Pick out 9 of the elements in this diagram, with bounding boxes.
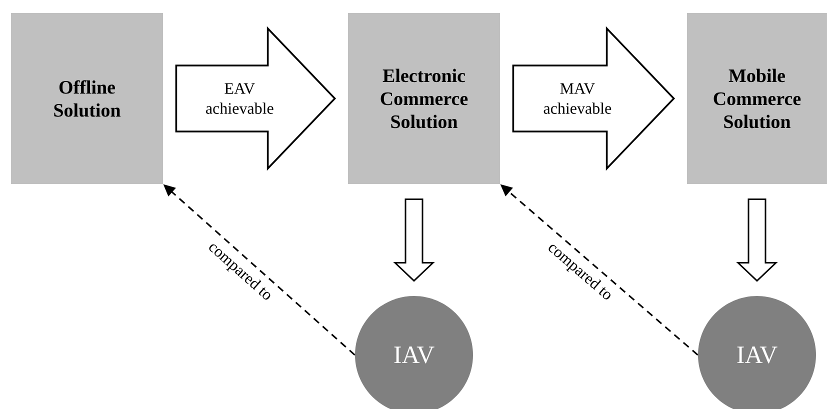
block-arrow [512, 26, 676, 171]
process-box: Electronic Commerce Solution [348, 13, 500, 184]
process-box: Offline Solution [11, 13, 163, 184]
block-arrow [175, 26, 336, 171]
block-arrow [393, 198, 435, 282]
block-arrow [736, 198, 778, 282]
edge-label: EAV achievable [206, 83, 274, 114]
edge-label: MAV achievable [544, 83, 612, 114]
process-box: Mobile Commerce Solution [687, 13, 827, 184]
